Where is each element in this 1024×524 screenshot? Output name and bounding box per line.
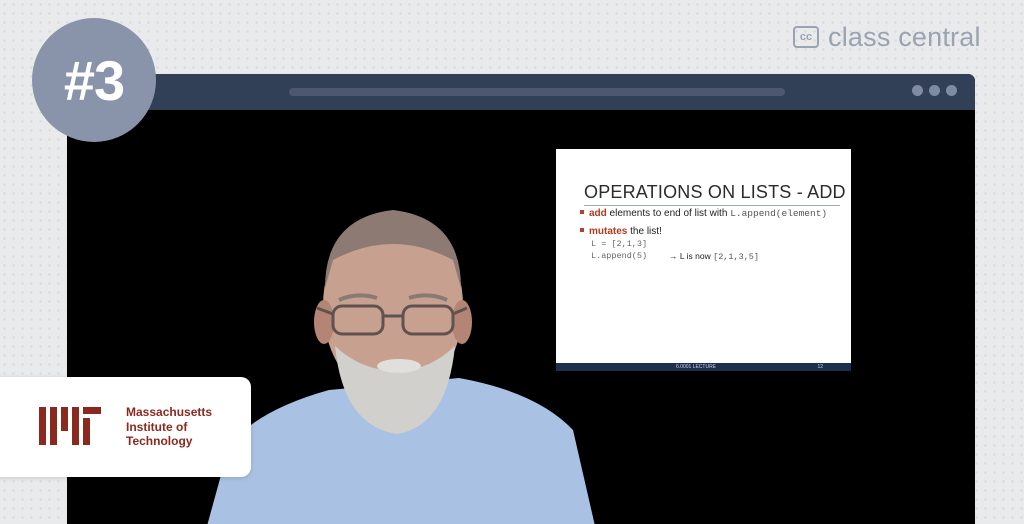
bullet-text: the list! bbox=[627, 226, 662, 237]
address-bar[interactable] bbox=[289, 88, 785, 96]
result-code: [2,1,3,5] bbox=[713, 252, 760, 262]
window-dot-icon[interactable] bbox=[946, 85, 957, 96]
bullet-text: elements to end of list with bbox=[606, 208, 731, 219]
mit-name: Massachusetts Institute of Technology bbox=[126, 405, 246, 449]
slide-title: OPERATIONS ON LISTS - ADD bbox=[584, 182, 846, 202]
bullet-keyword: mutates bbox=[589, 226, 628, 237]
mit-card: Massachusetts Institute of Technology bbox=[0, 377, 251, 477]
window-titlebar bbox=[67, 74, 975, 110]
video-frame[interactable]: OPERATIONS ON LISTS - ADD add elements t… bbox=[67, 110, 975, 524]
slide-footer: 6.0001 LECTURE 12 bbox=[556, 363, 851, 371]
presenter-video bbox=[207, 210, 595, 524]
video-window: OPERATIONS ON LISTS - ADD add elements t… bbox=[67, 74, 975, 524]
class-central-icon: cc bbox=[793, 26, 819, 48]
slide-title-rule bbox=[584, 205, 840, 206]
code-line-1: L = [2,1,3] bbox=[591, 239, 648, 249]
window-dot-icon[interactable] bbox=[929, 85, 940, 96]
slide-footer-course: 6.0001 LECTURE bbox=[676, 364, 717, 370]
slide-page-number: 12 bbox=[817, 364, 823, 370]
window-dot-icon[interactable] bbox=[912, 85, 923, 96]
mit-name-line-2: Institute of bbox=[126, 419, 188, 434]
mit-logo bbox=[39, 407, 101, 445]
slide-bullet-add: add elements to end of list with L.appen… bbox=[580, 208, 827, 219]
episode-badge: #3 bbox=[32, 18, 156, 142]
mit-name-line-3: Technology bbox=[126, 434, 193, 448]
code-result: → L is now [2,1,3,5] bbox=[669, 251, 759, 262]
lecture-slide: OPERATIONS ON LISTS - ADD add elements t… bbox=[556, 149, 851, 371]
code-line-2: L.append(5) bbox=[591, 251, 648, 261]
bullet-square-icon bbox=[580, 210, 584, 214]
mit-name-line-1: Massachusetts bbox=[126, 405, 213, 419]
bullet-keyword: add bbox=[589, 208, 607, 219]
bullet-code: L.append(element) bbox=[730, 208, 828, 219]
slide-bullet-mutates: mutates the list! bbox=[580, 226, 662, 237]
result-prefix: → L is now bbox=[669, 251, 714, 261]
class-central-wordmark: class central bbox=[828, 21, 981, 52]
class-central-logo[interactable]: cc class central bbox=[793, 22, 981, 52]
bullet-square-icon bbox=[580, 228, 584, 232]
